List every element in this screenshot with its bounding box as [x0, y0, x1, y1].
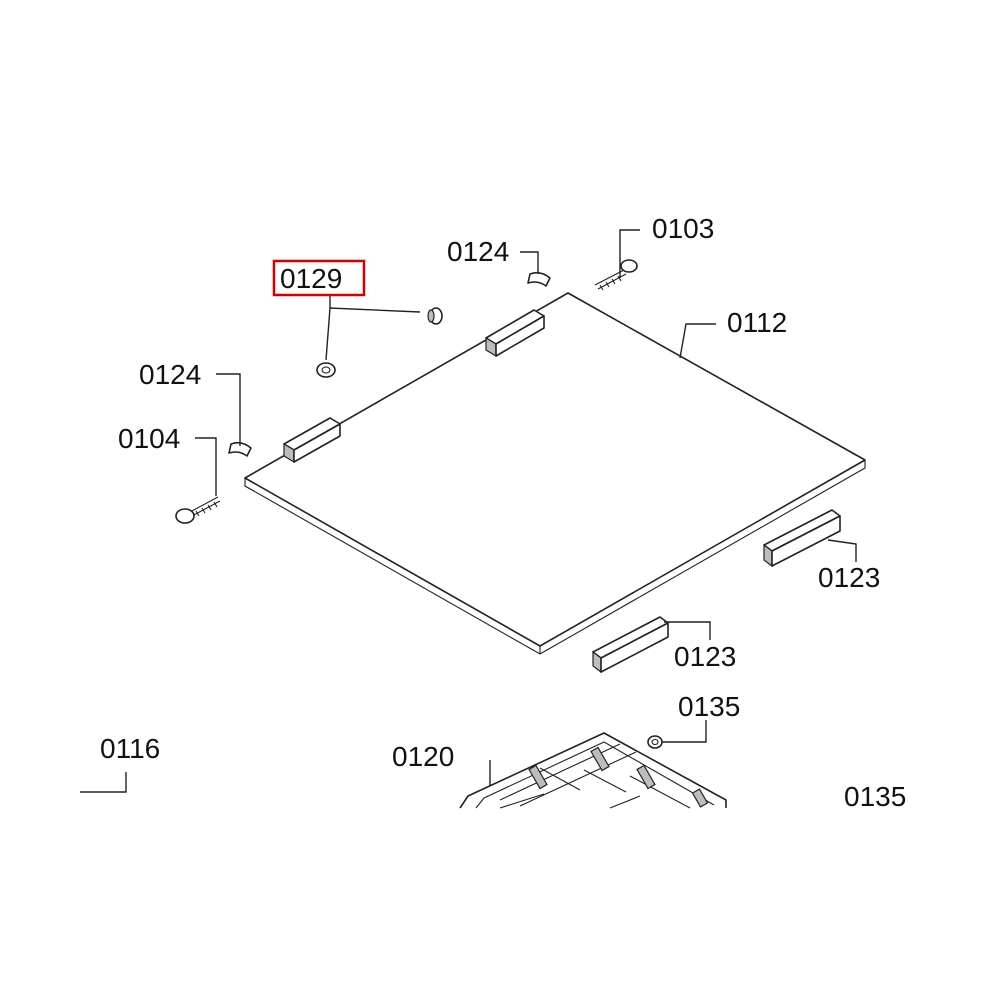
hinge-block-right[interactable]: [485, 309, 545, 358]
label-0123-right: 0123: [818, 562, 880, 593]
leader-lines: [80, 229, 857, 793]
label-0103: 0103: [652, 213, 714, 244]
bracket-0123-right[interactable]: [763, 509, 841, 568]
pan-support-0120[interactable]: [459, 732, 727, 809]
label-0120: 0120: [392, 741, 454, 772]
screw-0104[interactable]: [175, 496, 221, 524]
glass-panel-0112[interactable]: [244, 292, 866, 655]
nut-0135[interactable]: [647, 735, 663, 749]
clip-0124-top[interactable]: [527, 271, 551, 287]
screw-0103[interactable]: [594, 259, 638, 291]
hinge-block-left[interactable]: [283, 417, 341, 464]
label-0135-right: 0135: [844, 781, 906, 812]
label-0124-top: 0124: [447, 236, 509, 267]
label-0124-left: 0124: [139, 359, 201, 390]
label-0104: 0104: [118, 423, 180, 454]
label-0112: 0112: [727, 307, 787, 338]
cap-0129[interactable]: [427, 307, 443, 325]
clip-0124-left[interactable]: [228, 441, 252, 457]
nut-0129[interactable]: [316, 362, 336, 378]
label-0129: 0129: [280, 263, 342, 294]
highlight-box-0129: [272, 259, 366, 297]
bracket-0123-bottom[interactable]: [592, 616, 669, 674]
label-0123-bottom: 0123: [674, 641, 736, 672]
label-0116: 0116: [100, 733, 160, 764]
label-0135-mid: 0135: [678, 691, 740, 722]
